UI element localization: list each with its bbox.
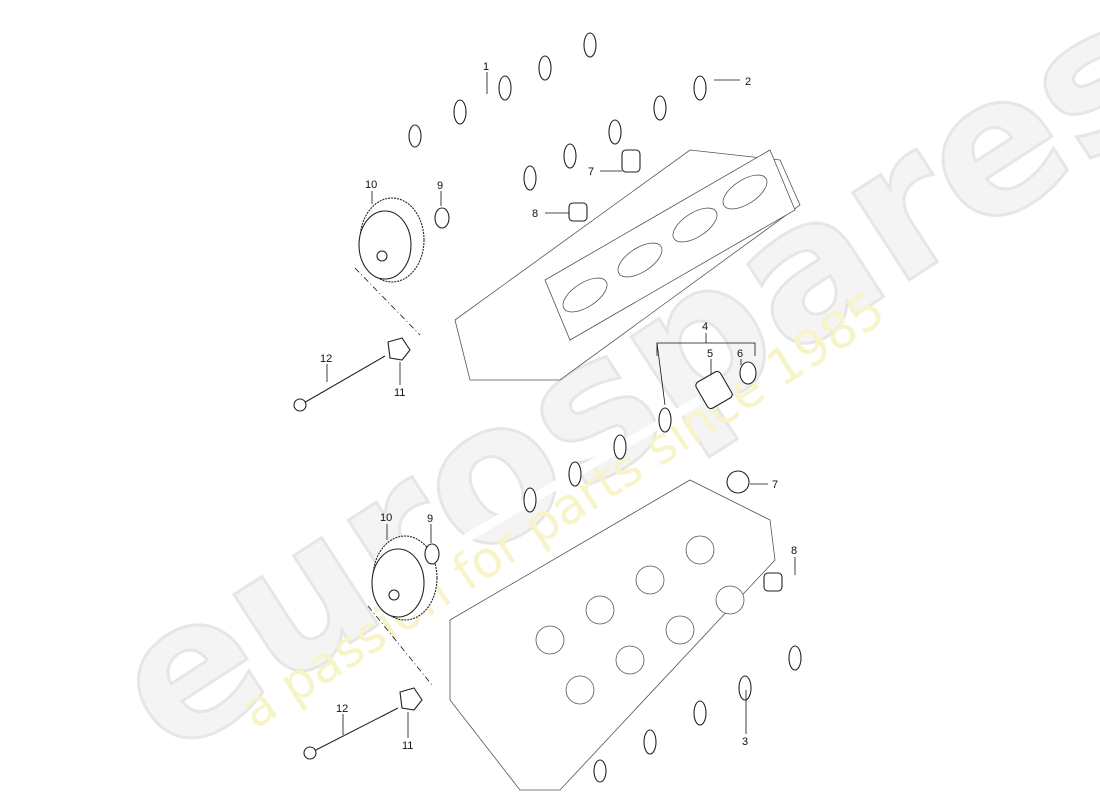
cam-follower-8-upper: [568, 202, 588, 222]
camshaft-4: [452, 361, 757, 549]
callout-10: 10: [365, 179, 377, 191]
camshaft-2: [466, 75, 707, 214]
cylinder-head-upper: [454, 149, 801, 381]
leader-lines: [326, 72, 796, 738]
callout-7: 7: [772, 479, 778, 491]
part-5: [695, 370, 733, 410]
camshaft-3: [593, 645, 802, 783]
sprocket-upper: [358, 197, 425, 283]
callout-12: 12: [320, 353, 332, 365]
callout-12: 12: [336, 703, 348, 715]
callout-5: 5: [707, 348, 713, 360]
callout-3: 3: [742, 736, 748, 748]
camshaft-1: [408, 32, 602, 148]
bolt-upper: [293, 337, 411, 412]
cam-follower-7-lower: [726, 470, 750, 494]
callout-11: 11: [402, 740, 413, 752]
callout-4: 4: [702, 321, 708, 333]
sprocket-lower: [371, 535, 438, 621]
cam-follower-8-lower: [763, 572, 783, 592]
callout-9: 9: [437, 180, 443, 192]
callout-10: 10: [380, 512, 392, 524]
callout-7: 7: [588, 166, 594, 178]
seal-ring-lower: [424, 543, 440, 565]
callout-11: 11: [394, 387, 405, 399]
callout-2: 2: [745, 76, 751, 88]
cylinder-head-lower: [449, 479, 776, 791]
callout-6: 6: [737, 348, 743, 360]
cam-follower-7-upper: [621, 149, 641, 173]
part-6: [739, 361, 757, 385]
callout-1: 1: [483, 61, 489, 73]
callout-8: 8: [791, 545, 797, 557]
seal-ring-upper: [434, 207, 450, 229]
callout-9: 9: [427, 513, 433, 525]
callout-8: 8: [532, 208, 538, 220]
bolt-lower: [303, 687, 423, 760]
callouts: 1 2 7 8 10 9 12 11 4 5 6 7 8 10 9 12 11 …: [320, 61, 797, 752]
